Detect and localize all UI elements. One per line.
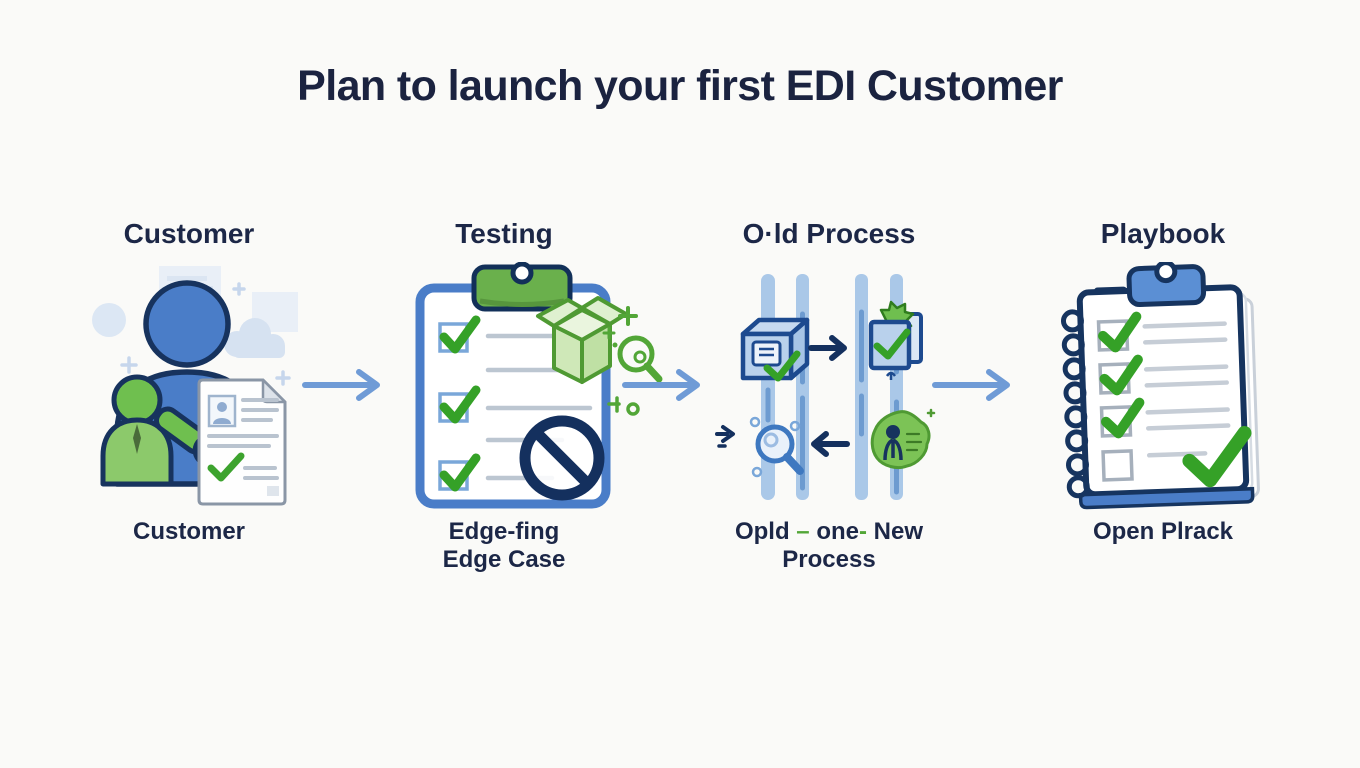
blue-magnifier-icon bbox=[749, 416, 804, 478]
stage-old-process: O·ld Process bbox=[679, 218, 979, 598]
checkmark-icon bbox=[763, 350, 801, 382]
green-person-icon bbox=[100, 374, 174, 487]
vertical-lanes bbox=[761, 274, 903, 500]
checkmark-icon bbox=[873, 328, 911, 360]
stage-customer-header: Customer bbox=[123, 218, 255, 249]
arrow-right-icon bbox=[808, 335, 847, 361]
package-box-icon bbox=[536, 296, 628, 384]
ballot-box-icon bbox=[868, 300, 923, 380]
big-checkmark-icon bbox=[1182, 425, 1252, 488]
old-process-flow-icon bbox=[713, 262, 953, 517]
testing-checklist-clipboard-icon bbox=[404, 261, 669, 517]
stage-playbook: Playbook bbox=[1013, 218, 1313, 598]
stage-playbook-caption: Open Plrack bbox=[1092, 518, 1234, 545]
cube-document-icon bbox=[740, 317, 810, 382]
arrow-right-icon bbox=[621, 366, 709, 409]
stage-old-process-caption: Opld – one- New Process bbox=[734, 518, 924, 573]
prohibition-icon bbox=[519, 415, 605, 501]
small-arrow-marks bbox=[715, 425, 735, 448]
stage-playbook-header: Playbook bbox=[1100, 218, 1226, 249]
arrow-left-icon bbox=[811, 431, 850, 457]
page-title: Plan to launch your first EDI Customer bbox=[297, 62, 1063, 110]
background-shapes bbox=[92, 266, 298, 386]
arrow-right-icon bbox=[931, 366, 1019, 409]
arrow-right-icon bbox=[301, 366, 389, 409]
checklist-rows bbox=[438, 315, 593, 492]
checkmark-icon bbox=[207, 452, 245, 482]
stage-old-process-header: O·ld Process bbox=[742, 218, 916, 249]
spiral-rings bbox=[1060, 309, 1090, 499]
stage-customer-caption: Customer bbox=[132, 518, 246, 545]
green-person-badge-icon bbox=[870, 408, 936, 470]
stage-testing-header: Testing bbox=[455, 218, 553, 249]
checkmark-icon bbox=[1098, 311, 1145, 439]
checklist-rows bbox=[1096, 311, 1231, 482]
notebook-clip-icon bbox=[1093, 260, 1207, 308]
stage-customer: Customer bbox=[39, 218, 339, 598]
document-icon bbox=[197, 378, 287, 506]
page-stack bbox=[1076, 284, 1260, 510]
stage-testing: Testing bbox=[354, 218, 663, 598]
magnifier-sparkles-icon bbox=[602, 306, 663, 416]
checkmark-icon bbox=[439, 315, 481, 492]
customer-with-document-icon bbox=[87, 262, 312, 515]
playbook-notebook-icon bbox=[1045, 260, 1275, 519]
stage-testing-caption: Edge-fing Edge Case bbox=[442, 518, 566, 573]
